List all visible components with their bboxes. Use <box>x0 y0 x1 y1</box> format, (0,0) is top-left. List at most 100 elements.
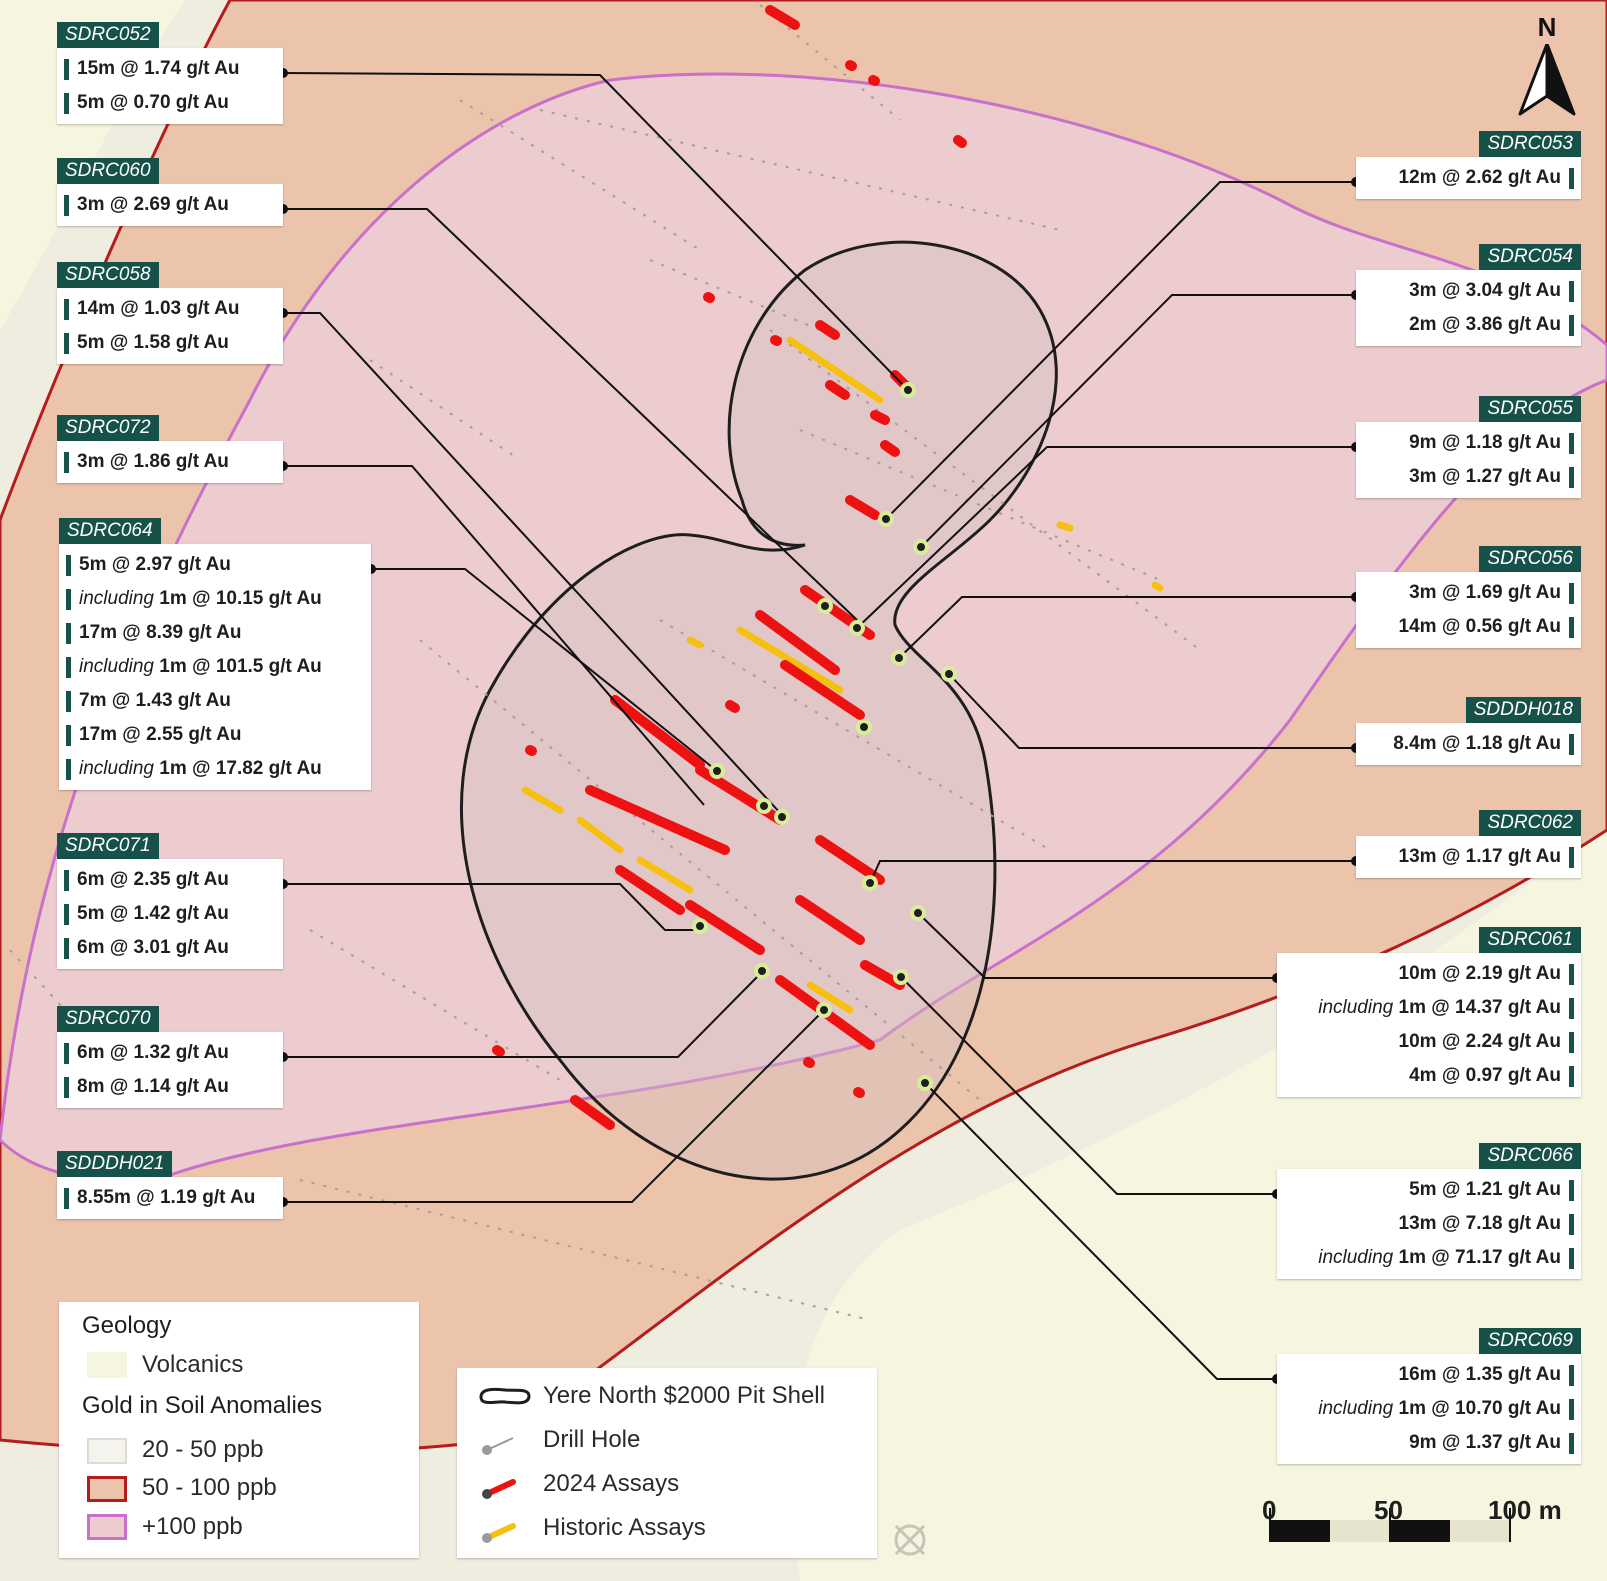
intercept-text: 14m @ 0.56 g/t Au <box>1398 616 1561 637</box>
assay-2024 <box>953 135 967 148</box>
intercept-text: 13m @ 7.18 g/t Au <box>1398 1213 1561 1234</box>
assay-2024 <box>770 335 782 346</box>
intercept-marker <box>1569 168 1574 189</box>
historic-assay <box>636 856 694 894</box>
scale-label-0: 0 <box>1262 1495 1277 1525</box>
collar-icon <box>754 963 770 979</box>
intercept-text: 3m @ 1.27 g/t Au <box>1409 466 1561 487</box>
intercept-row: 8.55m @ 1.19 g/t Au <box>57 1181 283 1215</box>
intercept-row: 5m @ 0.70 g/t Au <box>57 86 283 120</box>
intercept-text: 6m @ 3.01 g/t Au <box>77 937 229 958</box>
collar-icon <box>816 1002 832 1018</box>
historic-assay <box>736 626 844 694</box>
including-label: including <box>1318 1247 1394 1268</box>
leader-line-sdddh021 <box>283 1009 825 1203</box>
intercept-text: 12m @ 2.62 g/t Au <box>1398 167 1561 188</box>
intercept-text: 5m @ 2.97 g/t Au <box>79 554 231 575</box>
intercept-row: including 1m @ 101.5 g/t Au <box>59 650 371 684</box>
intercept-row: 9m @ 1.18 g/t Au <box>1356 426 1581 460</box>
drill-hole-trace <box>299 1179 871 1321</box>
intercept-marker <box>1569 1032 1574 1053</box>
historic-assay <box>686 636 704 649</box>
assay-2024 <box>815 835 885 885</box>
scale-bar-segment <box>1390 1520 1450 1542</box>
collar-icon <box>893 969 909 985</box>
callout-intercepts: 9m @ 1.18 g/t Au 3m @ 1.27 g/t Au <box>1356 422 1581 498</box>
intercept-row: 3m @ 1.86 g/t Au <box>57 445 283 479</box>
assay-2024 <box>825 380 850 400</box>
including-label: including <box>79 758 154 779</box>
intercept-text: 3m @ 3.04 g/t Au <box>1409 280 1561 301</box>
callout-hole-id: SDRC069 <box>1479 1328 1581 1354</box>
callout-hole-id: SDRC055 <box>1479 396 1581 422</box>
intercept-marker <box>1569 467 1574 488</box>
watermark-icon <box>894 1524 926 1556</box>
legend-historic-assays-label: Historic Assays <box>543 1514 706 1541</box>
assay-2024 <box>860 960 905 990</box>
intercept-text: 1m @ 10.15 g/t Au <box>159 588 322 609</box>
intercept-text: 8.55m @ 1.19 g/t Au <box>77 1187 256 1208</box>
collar-icon <box>891 650 907 666</box>
legend-pit-shell-label: Yere North $2000 Pit Shell <box>543 1382 825 1409</box>
intercept-marker <box>1569 617 1574 638</box>
intercept-text: 13m @ 1.17 g/t Au <box>1398 846 1561 867</box>
legend-geology: Geology Volcanics Gold in Soil Anomalies… <box>59 1302 419 1558</box>
assay-2024 <box>703 292 715 303</box>
intercept-row: 4m @ 0.97 g/t Au <box>1277 1059 1581 1093</box>
drill-collars <box>692 382 957 1091</box>
historic-assay <box>806 981 854 1014</box>
intercept-row: 3m @ 1.27 g/t Au <box>1356 460 1581 494</box>
historic-assay <box>786 336 884 404</box>
intercept-row: 5m @ 2.97 g/t Au <box>59 548 371 582</box>
intercept-text: 2m @ 3.86 g/t Au <box>1409 314 1561 335</box>
scale-bar-segment <box>1450 1520 1510 1542</box>
intercept-text: 17m @ 8.39 g/t Au <box>79 622 242 643</box>
callout-hole-id: SDDDH021 <box>57 1151 173 1177</box>
callout-intercepts: 3m @ 1.69 g/t Au 14m @ 0.56 g/t Au <box>1356 572 1581 648</box>
scale-bar <box>1269 1508 1511 1542</box>
assay-2024 <box>815 320 840 340</box>
assay-2024 <box>853 1087 865 1098</box>
intercept-row: 3m @ 1.69 g/t Au <box>1356 576 1581 610</box>
callout-intercepts: 3m @ 3.04 g/t Au 2m @ 3.86 g/t Au <box>1356 270 1581 346</box>
intercept-row: 3m @ 3.04 g/t Au <box>1356 274 1581 308</box>
intercept-marker <box>64 333 69 354</box>
intercept-marker <box>66 589 71 610</box>
callout-hole-id: SDRC071 <box>57 833 159 859</box>
assay-2024 <box>868 75 880 86</box>
intercept-row: including 1m @ 14.37 g/t Au <box>1277 991 1581 1025</box>
callout-intercepts: 3m @ 2.69 g/t Au <box>57 184 283 226</box>
intercept-row: 5m @ 1.21 g/t Au <box>1277 1173 1581 1207</box>
legend-symbols: Yere North $2000 Pit Shell Drill Hole 20… <box>457 1368 877 1558</box>
assay-2024 <box>755 610 840 675</box>
historic-assays-legend-icon <box>482 1523 516 1543</box>
scale-bar-segment <box>1270 1520 1330 1542</box>
including-label: including <box>79 588 154 609</box>
legend-volcanics-label: Volcanics <box>142 1351 244 1378</box>
intercept-text: 3m @ 2.69 g/t Au <box>77 194 229 215</box>
pit-shell-legend-icon <box>479 1387 531 1405</box>
historic-assays-legend-collar <box>482 1533 492 1543</box>
intercept-marker <box>64 59 69 80</box>
intercept-text: 10m @ 2.19 g/t Au <box>1398 963 1561 984</box>
legend-soil-heading: Gold in Soil Anomalies <box>82 1392 323 1419</box>
collar-icon <box>917 1075 933 1091</box>
scale-label-100: 100 m <box>1488 1495 1562 1525</box>
legend-soil-50-100-swatch <box>87 1476 127 1502</box>
north-arrow-right-half <box>1545 44 1576 116</box>
intercept-marker <box>64 1043 69 1064</box>
legend-drill-hole-label: Drill Hole <box>543 1426 641 1453</box>
intercept-text: 1m @ 17.82 g/t Au <box>159 758 322 779</box>
historic-assays <box>521 336 1164 1014</box>
intercept-text: 6m @ 1.32 g/t Au <box>77 1042 229 1063</box>
collar-icon <box>900 382 916 398</box>
assay-2024 <box>880 440 900 457</box>
intercept-marker <box>66 759 71 780</box>
intercept-text: 14m @ 1.03 g/t Au <box>77 298 240 319</box>
